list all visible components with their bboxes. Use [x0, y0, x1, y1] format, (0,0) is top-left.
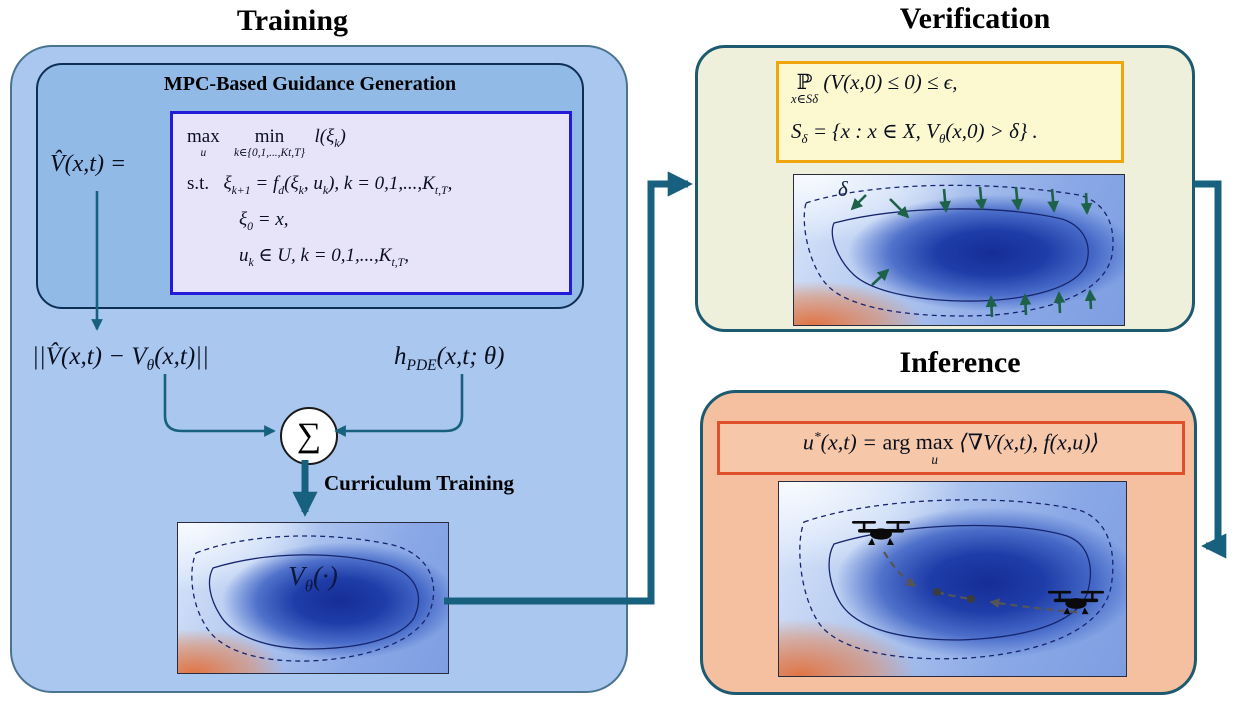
vtheta-map-label: Vθ(·) — [288, 561, 338, 596]
mpc-panel: MPC-Based Guidance Generation V̂(x,t) = … — [36, 63, 584, 309]
mpc-panel-title: MPC-Based Guidance Generation — [163, 73, 457, 95]
inference-trajectory-scene — [799, 499, 1114, 660]
value-function-heatmap: Vθ(·) — [177, 522, 449, 674]
drone-icon — [1047, 590, 1105, 615]
vhat-label: V̂(x,t) = — [50, 151, 127, 177]
planned-trajectory — [883, 551, 1078, 614]
mpc-math-line2: s.t. ξk+1 = fd(ξk, uk), k = 0,1,...,Kt,T… — [187, 173, 453, 198]
training-panel: MPC-Based Guidance Generation V̂(x,t) = … — [10, 45, 628, 693]
pde-residual-term: hPDE(x,t; θ) — [394, 343, 505, 374]
verification-heatmap: δ — [793, 174, 1125, 326]
training-title: Training — [236, 4, 349, 37]
vtheta-contours — [191, 535, 435, 662]
sum-node: ∑ — [280, 407, 338, 465]
verification-title: Verification — [899, 2, 1051, 35]
delta-margin-label: δ — [838, 177, 848, 201]
mpc-math-line3: ξ0 = x, — [239, 209, 289, 234]
inward-level-arrows — [850, 186, 1097, 318]
drone-icon — [852, 521, 910, 545]
verification-math-line2: Sδ = {x : x ∈ X, Vθ(x,0) > δ} . — [791, 118, 1038, 147]
value-loss-term: ||V̂(x,t) − Vθ(x,t)|| — [32, 343, 209, 374]
curriculum-training-label: Curriculum Training — [324, 471, 514, 495]
inference-heatmap — [778, 481, 1127, 677]
inference-title: Inference — [899, 346, 1021, 379]
sigma-symbol: ∑ — [296, 417, 322, 454]
mpc-math-line4: uk ∈ U, k = 0,1,...,Kt,T, — [239, 245, 409, 269]
verification-contours-and-arrows — [803, 184, 1114, 318]
